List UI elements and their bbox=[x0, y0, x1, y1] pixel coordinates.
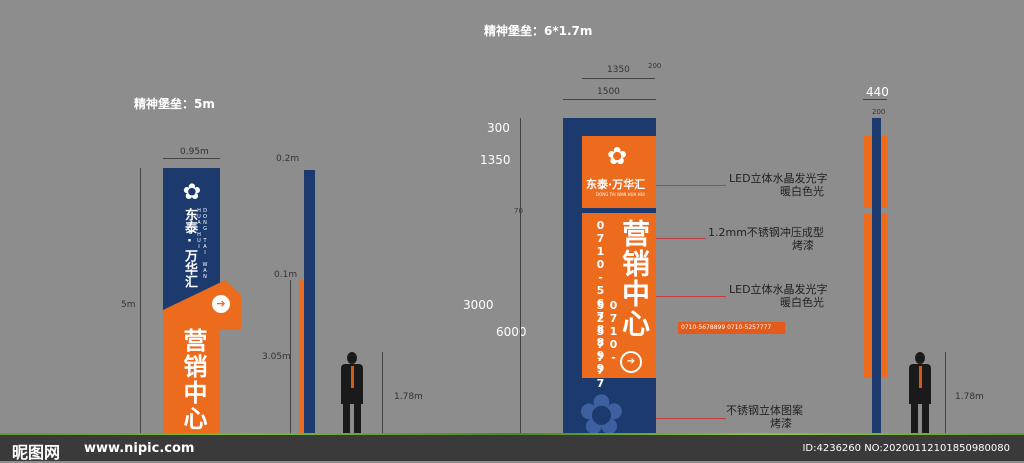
callout-2-line1: 1.2mm不锈钢冲压成型 bbox=[708, 226, 824, 239]
left-side-view bbox=[304, 170, 315, 442]
callout-2-line2: 烤漆 bbox=[792, 239, 814, 252]
right-dim-200b: 200 bbox=[872, 108, 886, 116]
flower-logo-icon: ✿ bbox=[182, 180, 202, 205]
right-dim-70: 70 bbox=[514, 207, 523, 215]
phone-strip: 0710-5678899 0710-5257777 bbox=[678, 322, 785, 334]
right-dim-300: 300 bbox=[487, 121, 510, 135]
watermark-bar: 昵图网 www.nipic.com ID:4236260 NO:20200112… bbox=[0, 435, 1024, 462]
right-side-orange-top bbox=[864, 136, 872, 208]
right-dim-1500: 1500 bbox=[597, 87, 620, 97]
callout-1-line2: 暖白色光 bbox=[780, 185, 824, 198]
watermark-logo: 昵图网 bbox=[12, 443, 61, 462]
left-brand: 东泰·万华汇 bbox=[182, 208, 197, 288]
right-main-panel: 0710-5678899 0710-5257777 营销中心 ➔ bbox=[582, 213, 656, 390]
right-dim-1350-top: 1350 bbox=[607, 65, 630, 75]
callout-4-line1: 不锈钢立体图案 bbox=[726, 404, 803, 417]
left-dim-width: 0.95m bbox=[180, 147, 209, 157]
left-brand-block: ✿ 东泰·万华汇 DONG TAI WAN HUA HUI bbox=[172, 182, 212, 292]
person-silhouette-left bbox=[338, 352, 366, 444]
right-side-orange-r1 bbox=[881, 136, 887, 208]
right-phone1: 0710-5678899 bbox=[594, 219, 607, 375]
right-dim-200: 200 bbox=[648, 62, 662, 70]
left-dim-total: 5m bbox=[121, 300, 136, 310]
right-title: 营销中心 bbox=[618, 219, 651, 339]
left-heading: 精神堡垒：5m bbox=[134, 97, 215, 111]
right-side-view bbox=[872, 118, 881, 443]
right-brand: 东泰·万华汇 bbox=[586, 178, 646, 191]
right-side-orange-r2 bbox=[881, 213, 887, 378]
right-dim-3000: 3000 bbox=[463, 298, 494, 312]
left-side-orange bbox=[299, 280, 304, 440]
arrow-right-icon: ➔ bbox=[212, 295, 230, 313]
right-flower-pattern: ✿ bbox=[578, 384, 625, 441]
callout-4-line2: 烤漆 bbox=[770, 417, 792, 430]
arrow-right-icon: ➔ bbox=[620, 351, 642, 373]
right-dim-person: 1.78m bbox=[955, 392, 984, 402]
left-title: 营销中心 bbox=[179, 328, 207, 432]
left-orange-body bbox=[163, 325, 220, 443]
callout-3-line2: 暖白色光 bbox=[780, 296, 824, 309]
left-brand-en: DONG TAI WAN HUA HUI bbox=[196, 208, 208, 280]
left-dim-person: 1.78m bbox=[394, 392, 423, 402]
callout-1-line1: LED立体水晶发光字 bbox=[729, 172, 828, 185]
right-heading: 精神堡垒：6*1.7m bbox=[484, 24, 593, 38]
flower-logo-icon: ✿ bbox=[607, 142, 628, 170]
left-pylon bbox=[163, 168, 220, 310]
right-dim-1350: 1350 bbox=[480, 153, 511, 167]
right-side-orange-bottom bbox=[864, 213, 872, 378]
right-brand-en: DONG TAI WAN HUA HUI bbox=[596, 192, 645, 197]
watermark-id: ID:4236260 NO:20200112101850980080 bbox=[802, 443, 1010, 454]
right-dim-6000: 6000 bbox=[496, 325, 527, 339]
right-brand-panel: ✿ 东泰·万华汇 DONG TAI WAN HUA HUI bbox=[582, 136, 656, 208]
person-silhouette-right bbox=[906, 352, 934, 444]
right-phone2: 0710-5257777 bbox=[594, 299, 620, 390]
callout-3-line1: LED立体水晶发光字 bbox=[729, 283, 828, 296]
right-dim-440: 440 bbox=[866, 85, 889, 99]
left-dim-side: 0.2m bbox=[276, 154, 300, 164]
left-dim-side2: 0.1m bbox=[274, 270, 298, 280]
watermark-url: www.nipic.com bbox=[84, 441, 195, 456]
phone-strip-text: 0710-5678899 0710-5257777 bbox=[681, 324, 772, 331]
left-dim-mid: 3.05m bbox=[262, 352, 291, 362]
